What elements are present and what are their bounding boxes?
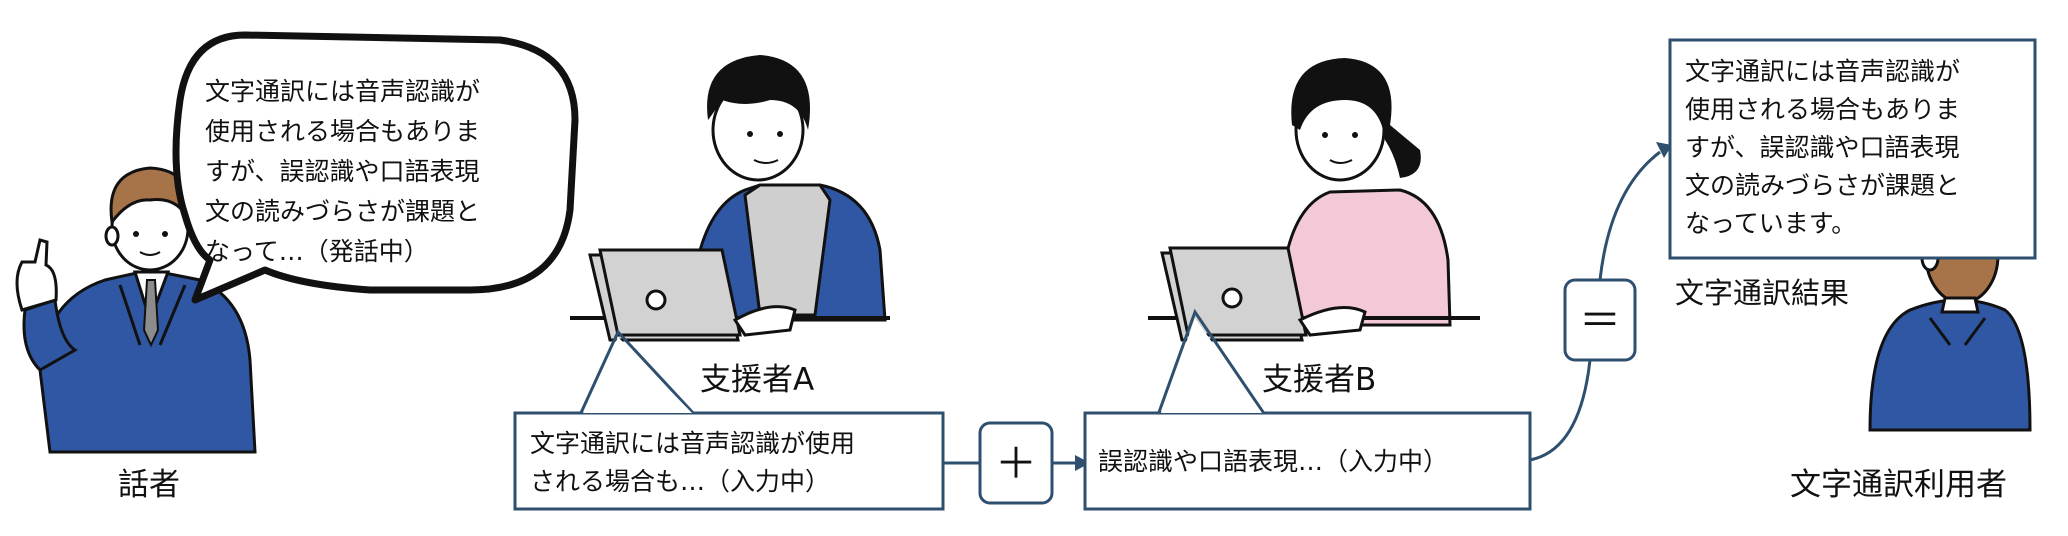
supporter-b-label: 支援者B <box>1262 362 1376 398</box>
supporter-b-input-box: 誤認識や口語表現…（入力中） <box>1083 308 1532 511</box>
supporter-a-label: 支援者A <box>700 362 814 398</box>
plus-sign: ＋ <box>995 439 1037 488</box>
supporter-b-figure <box>1148 58 1480 342</box>
supporter-a-input-line: 文字通訳には音声認識が使用 <box>530 429 855 458</box>
bubble-line: なって…（発話中） <box>205 237 429 266</box>
bubble-line: 使用される場合もありま <box>205 117 480 146</box>
result-line: 使用される場合もありま <box>1685 95 1960 124</box>
supporter-b-input-line: 誤認識や口語表現…（入力中） <box>1098 447 1448 476</box>
result-label: 文字通訳結果 <box>1675 276 1849 310</box>
user-label: 文字通訳利用者 <box>1790 467 2007 503</box>
equals-sign: ＝ <box>1579 296 1621 345</box>
bubble-line: 文字通訳には音声認識が <box>205 77 480 106</box>
result-line: 文字通訳には音声認識が <box>1685 57 1960 86</box>
result-box: 文字通訳には音声認識が 使用される場合もありま すが、誤認識や口語表現 文の読み… <box>1668 38 2037 260</box>
arrow-head-icon <box>1656 142 1672 158</box>
result-line: すが、誤認識や口語表現 <box>1685 133 1960 162</box>
bubble-line: 文の読みづらさが課題と <box>205 197 480 226</box>
supporter-a-figure <box>570 55 890 342</box>
equals-operator: ＝ <box>1563 278 1637 362</box>
supporter-a-input-box: 文字通訳には音声認識が使用 される場合も…（入力中） <box>513 329 945 511</box>
bubble-line: すが、誤認識や口語表現 <box>205 157 480 186</box>
speaker-label: 話者 <box>118 467 180 503</box>
supporter-a-input-line: される場合も…（入力中） <box>530 467 830 496</box>
speaker-figure <box>15 166 257 454</box>
speech-bubble: 文字通訳には音声認識が 使用される場合もありま すが、誤認識や口語表現 文の読み… <box>172 31 579 304</box>
result-line: なっています。 <box>1685 209 1856 238</box>
arrow-head-icon <box>1075 455 1090 471</box>
result-line: 文の読みづらさが課題と <box>1685 171 1960 200</box>
plus-operator: ＋ <box>978 421 1054 505</box>
